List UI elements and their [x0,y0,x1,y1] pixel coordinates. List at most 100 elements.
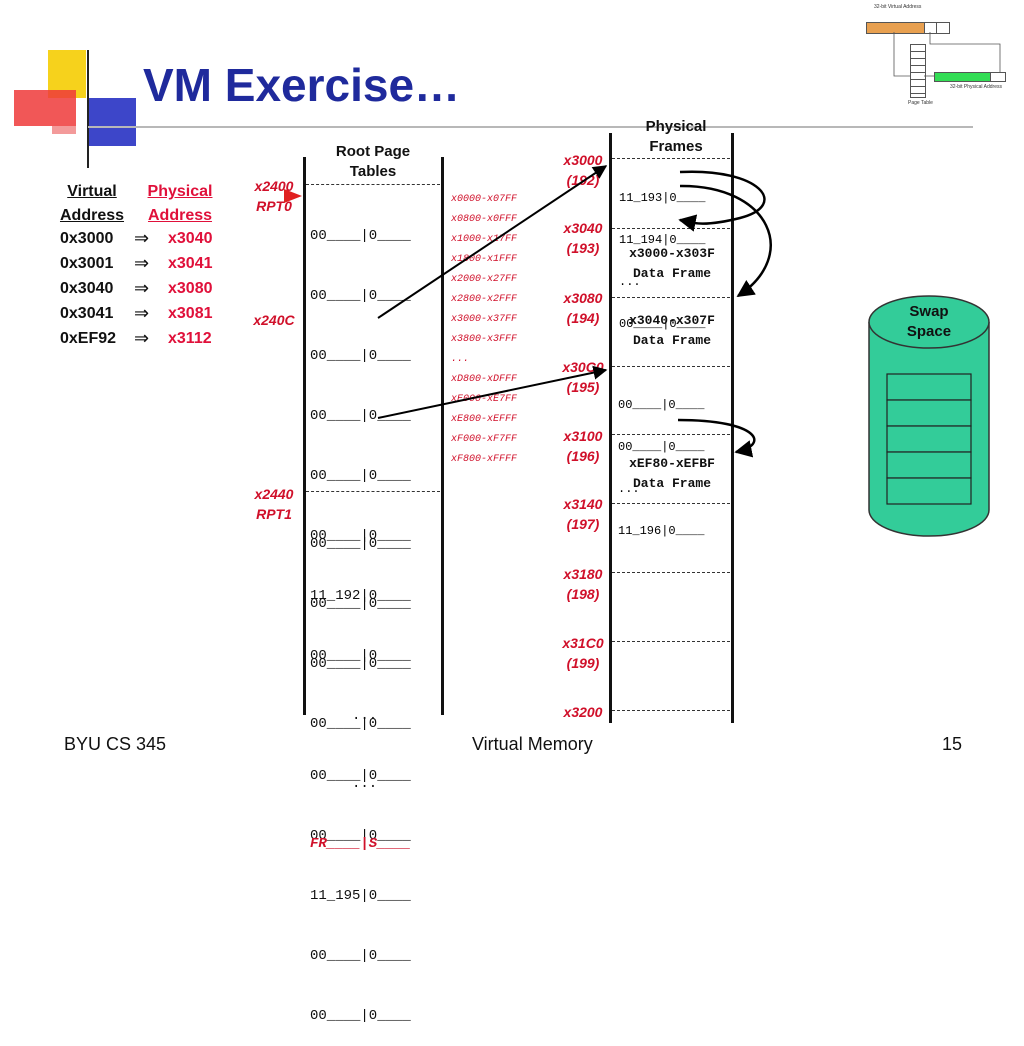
translation-row: 0x3040 ⇒ x3080 [60,278,230,305]
pt-entry: 11_196|0____ [618,524,705,538]
maps-to-arrow: ⇒ [134,253,150,273]
range-label: x0800-x0FFF [451,214,518,225]
rpt-entry: 00____|0____ [310,528,411,544]
footer-course: BYU CS 345 [64,734,167,754]
range-ellipsis: ... [451,354,470,365]
translation-row: 0x3041 ⇒ x3081 [60,303,230,330]
virtual-address: 0xEF92 [60,330,117,347]
rpt-entry: 00____|0____ [310,468,411,484]
range-label: x3000-x37FF [451,314,518,325]
range-label: x2000-x27FF [451,274,518,285]
pt-194-arrow [679,184,772,298]
translation-rows: 0x3000 ⇒ x3040 0x3001 ⇒ x3041 0x3040 ⇒ x… [60,228,230,355]
arrows-overlay [377,165,772,458]
rpt-right-border [441,157,444,715]
frame-label: x3100(196) [563,428,603,464]
frame-195-contents: 00____|0____ 00____|0____ ... 11_196|0__… [618,370,704,552]
frame-label: x3040(193) [563,220,603,256]
rpt-entry: 00____|0____ [310,348,411,364]
pf-right-border [731,133,734,723]
translation-row: 0x3001 ⇒ x3041 [60,253,230,280]
frame-separator [612,434,730,435]
range-label: xF000-xF7FF [451,434,518,445]
title-divider-vertical [87,50,89,168]
frame-separator [612,641,730,642]
pt-ellipsis: ... [619,275,641,289]
footer-topic: Virtual Memory [472,734,593,754]
physical-frames-header: Physical Frames [645,118,707,155]
rpt-entry: 00____|0____ [310,716,411,732]
rpt-entry-195-arrow [377,365,608,419]
pt-entry: 00____|0____ [618,398,705,412]
swap-space-label: Swap Space [906,303,952,340]
frame-193-contents: x3000-x303F Data Frame [629,246,715,281]
frame-separator [612,503,730,504]
maps-to-arrow: ⇒ [134,303,150,323]
logo-decoration [0,0,140,170]
frame-label: x3180(198) [563,566,603,602]
frame-label: x31C0(199) [562,635,604,671]
swap-space-cylinder: Swap Space [867,292,991,540]
footer-page-number: 15 [942,734,963,754]
frame-separator [612,710,730,711]
rpt0-pointer-arrow [284,189,302,203]
inset-page-table-label: Page Table [908,100,933,106]
rpt0-top-separator [306,184,440,185]
rpt1-top-separator [306,491,440,492]
rpt-entry: 00____|0____ [310,596,411,612]
frame-separator [612,228,730,229]
rpt-address-ranges: x0000-x07FF x0800-x0FFF x1000-x17FF x180… [451,190,517,470]
inset-diagram: 32-bit Virtual Address 32-bit Physical A… [864,4,1012,112]
maps-to-arrow: ⇒ [134,278,150,298]
frame-194-contents: x3040-x307F Data Frame [629,313,715,348]
rpt-entry: 00____|0____ [310,228,411,244]
pt-ellipsis: ... [618,482,640,496]
translation-row: 0x3000 ⇒ x3040 [60,228,230,255]
pt-entry: 11_193|0____ [619,191,706,205]
virtual-address: 0x3040 [60,280,114,297]
range-label: x1000-x17FF [451,234,518,245]
title-divider [88,126,973,128]
rpt0-address-label: x2400 RPT0 [254,178,294,214]
rpt-swap-entry: FR____|S____ [310,836,411,852]
frame-separator [612,297,730,298]
rpt-entry: 11_192|0____ [310,588,411,604]
root-page-tables-header: Root Page Tables [335,143,411,180]
frame-label: x3140(197) [563,496,603,532]
virtual-address: 0x3000 [60,230,114,247]
rpt-left-border [303,157,306,715]
slide-title: VM Exercise… [143,59,461,111]
pt-entry: 00____|0____ [618,440,705,454]
rpt-entry: 11_195|0____ [310,888,411,904]
rpt-ellipsis: ... [352,776,378,792]
physical-address: x3112 [168,330,212,347]
rpt-entry: 00____|0____ [310,1008,411,1024]
range-label: xD800-xDFFF [451,374,518,385]
range-label: xF800-xFFFF [451,454,518,465]
pf-left-border [609,133,612,723]
physical-address: x3081 [168,305,213,322]
maps-to-arrow: ⇒ [134,328,150,348]
pt-entry: 11_194|0____ [619,233,706,247]
range-label: x0000-x07FF [451,194,518,205]
range-label: x2800-x2FFF [451,294,518,305]
translation-row: 0xEF92 ⇒ x3112 [60,328,230,355]
range-label: x1800-x1FFF [451,254,518,265]
frame-192-contents: 11_193|0____ 11_194|0____ ... 00____|0__… [619,163,705,345]
pt-193-arrow [678,170,766,232]
inset-physical-address-label: 32-bit Physical Address [950,84,1002,90]
rpt-entry-192-arrow [377,165,608,319]
pt-entry: 00____|0____ [619,317,706,331]
rpt-entry: 00____|0____ [310,648,411,664]
rpt-entry: 00____|0____ [310,288,411,304]
physical-address: x3041 [168,255,213,272]
inset-virtual-address-label: 32-bit Virtual Address [874,4,922,10]
range-label: xE800-xEFFF [451,414,518,425]
range-label: x3800-x3FFF [451,334,518,345]
rpt-entry: 00____|0____ [310,656,411,672]
frame-196-contents: xEF80-xEFBF Data Frame [629,456,715,491]
frame-separator [612,572,730,573]
rpt-entry: 00____|0____ [310,408,411,424]
